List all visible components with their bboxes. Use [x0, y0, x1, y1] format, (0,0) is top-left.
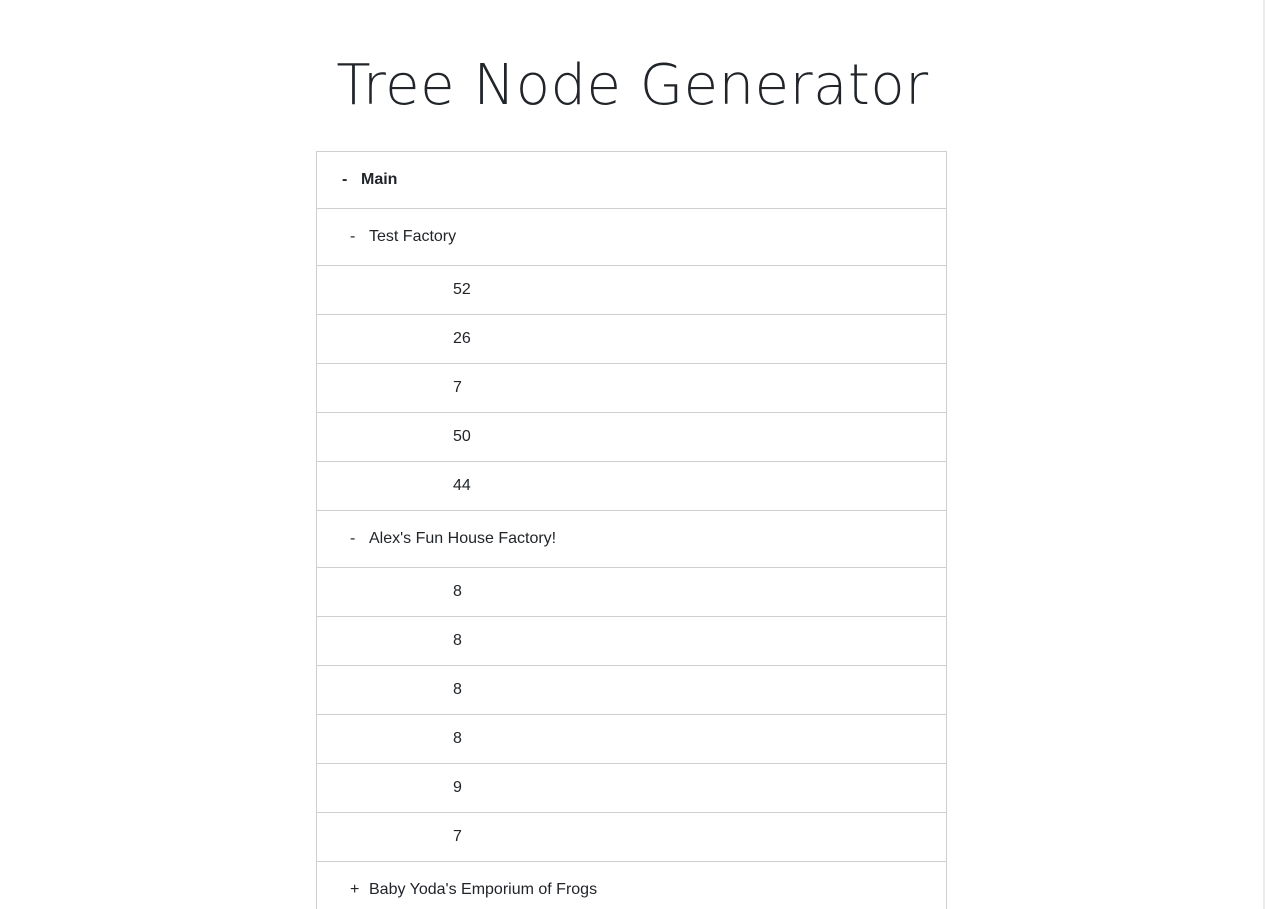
tree-root-node[interactable]: - Main: [317, 152, 946, 209]
tree-view: - Main - Test Factory 52 26 7 50 44 - Al…: [316, 151, 947, 909]
child-value: 8: [453, 583, 462, 600]
child-node: 52: [317, 266, 946, 315]
expand-toggle[interactable]: +: [350, 881, 360, 898]
factory-name: Alex's Fun House Factory!: [369, 530, 557, 547]
child-value: 7: [453, 379, 462, 396]
child-value: 44: [453, 477, 471, 494]
factory-node[interactable]: - Test Factory: [317, 209, 946, 266]
child-value: 8: [453, 730, 462, 747]
scrollbar-track[interactable]: [1263, 0, 1265, 909]
child-node: 8: [317, 715, 946, 764]
factory-node[interactable]: + Baby Yoda's Emporium of Frogs: [317, 862, 946, 909]
child-node: 44: [317, 462, 946, 511]
child-value: 50: [453, 428, 471, 445]
root-node-label: Main: [361, 171, 398, 188]
factory-name: Baby Yoda's Emporium of Frogs: [369, 881, 598, 898]
child-value: 7: [453, 828, 462, 845]
factory-node[interactable]: - Alex's Fun House Factory!: [317, 511, 946, 568]
child-node: 7: [317, 813, 946, 862]
child-value: 8: [453, 632, 462, 649]
page-title: Tree Node Generator: [336, 53, 929, 118]
child-node: 26: [317, 315, 946, 364]
child-node: 50: [317, 413, 946, 462]
child-node: 8: [317, 568, 946, 617]
child-node: 7: [317, 364, 946, 413]
factory-name: Test Factory: [369, 228, 457, 245]
child-node: 8: [317, 617, 946, 666]
collapse-toggle[interactable]: -: [350, 228, 356, 245]
collapse-toggle[interactable]: -: [342, 171, 348, 188]
child-value: 26: [453, 330, 471, 347]
child-node: 8: [317, 666, 946, 715]
child-value: 9: [453, 779, 462, 796]
child-value: 8: [453, 681, 462, 698]
collapse-toggle[interactable]: -: [350, 530, 356, 547]
child-node: 9: [317, 764, 946, 813]
child-value: 52: [453, 281, 471, 298]
